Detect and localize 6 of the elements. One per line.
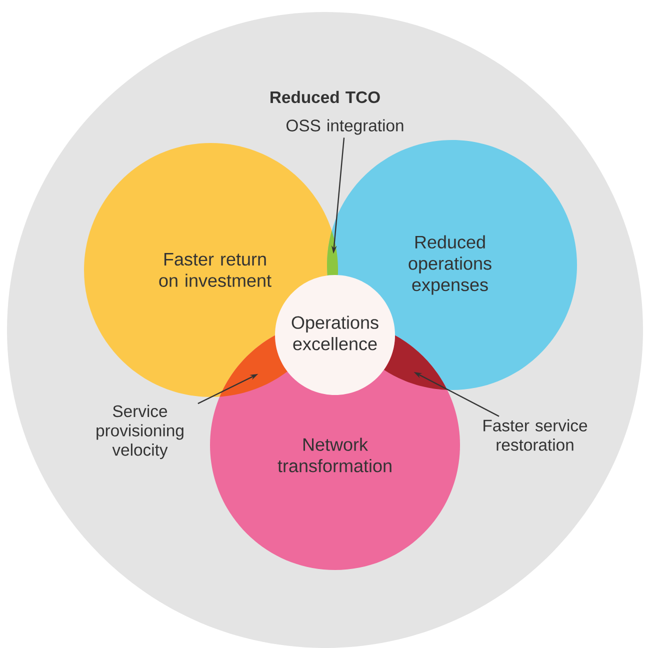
overlap-region (327, 230, 338, 276)
overlap-region (220, 335, 288, 397)
callout-text: OSS integration (286, 119, 404, 135)
overlap-region (384, 335, 448, 390)
callout-text: Service provisioning velocity (96, 404, 184, 460)
callout-text: Faster service restoration (484, 419, 588, 451)
